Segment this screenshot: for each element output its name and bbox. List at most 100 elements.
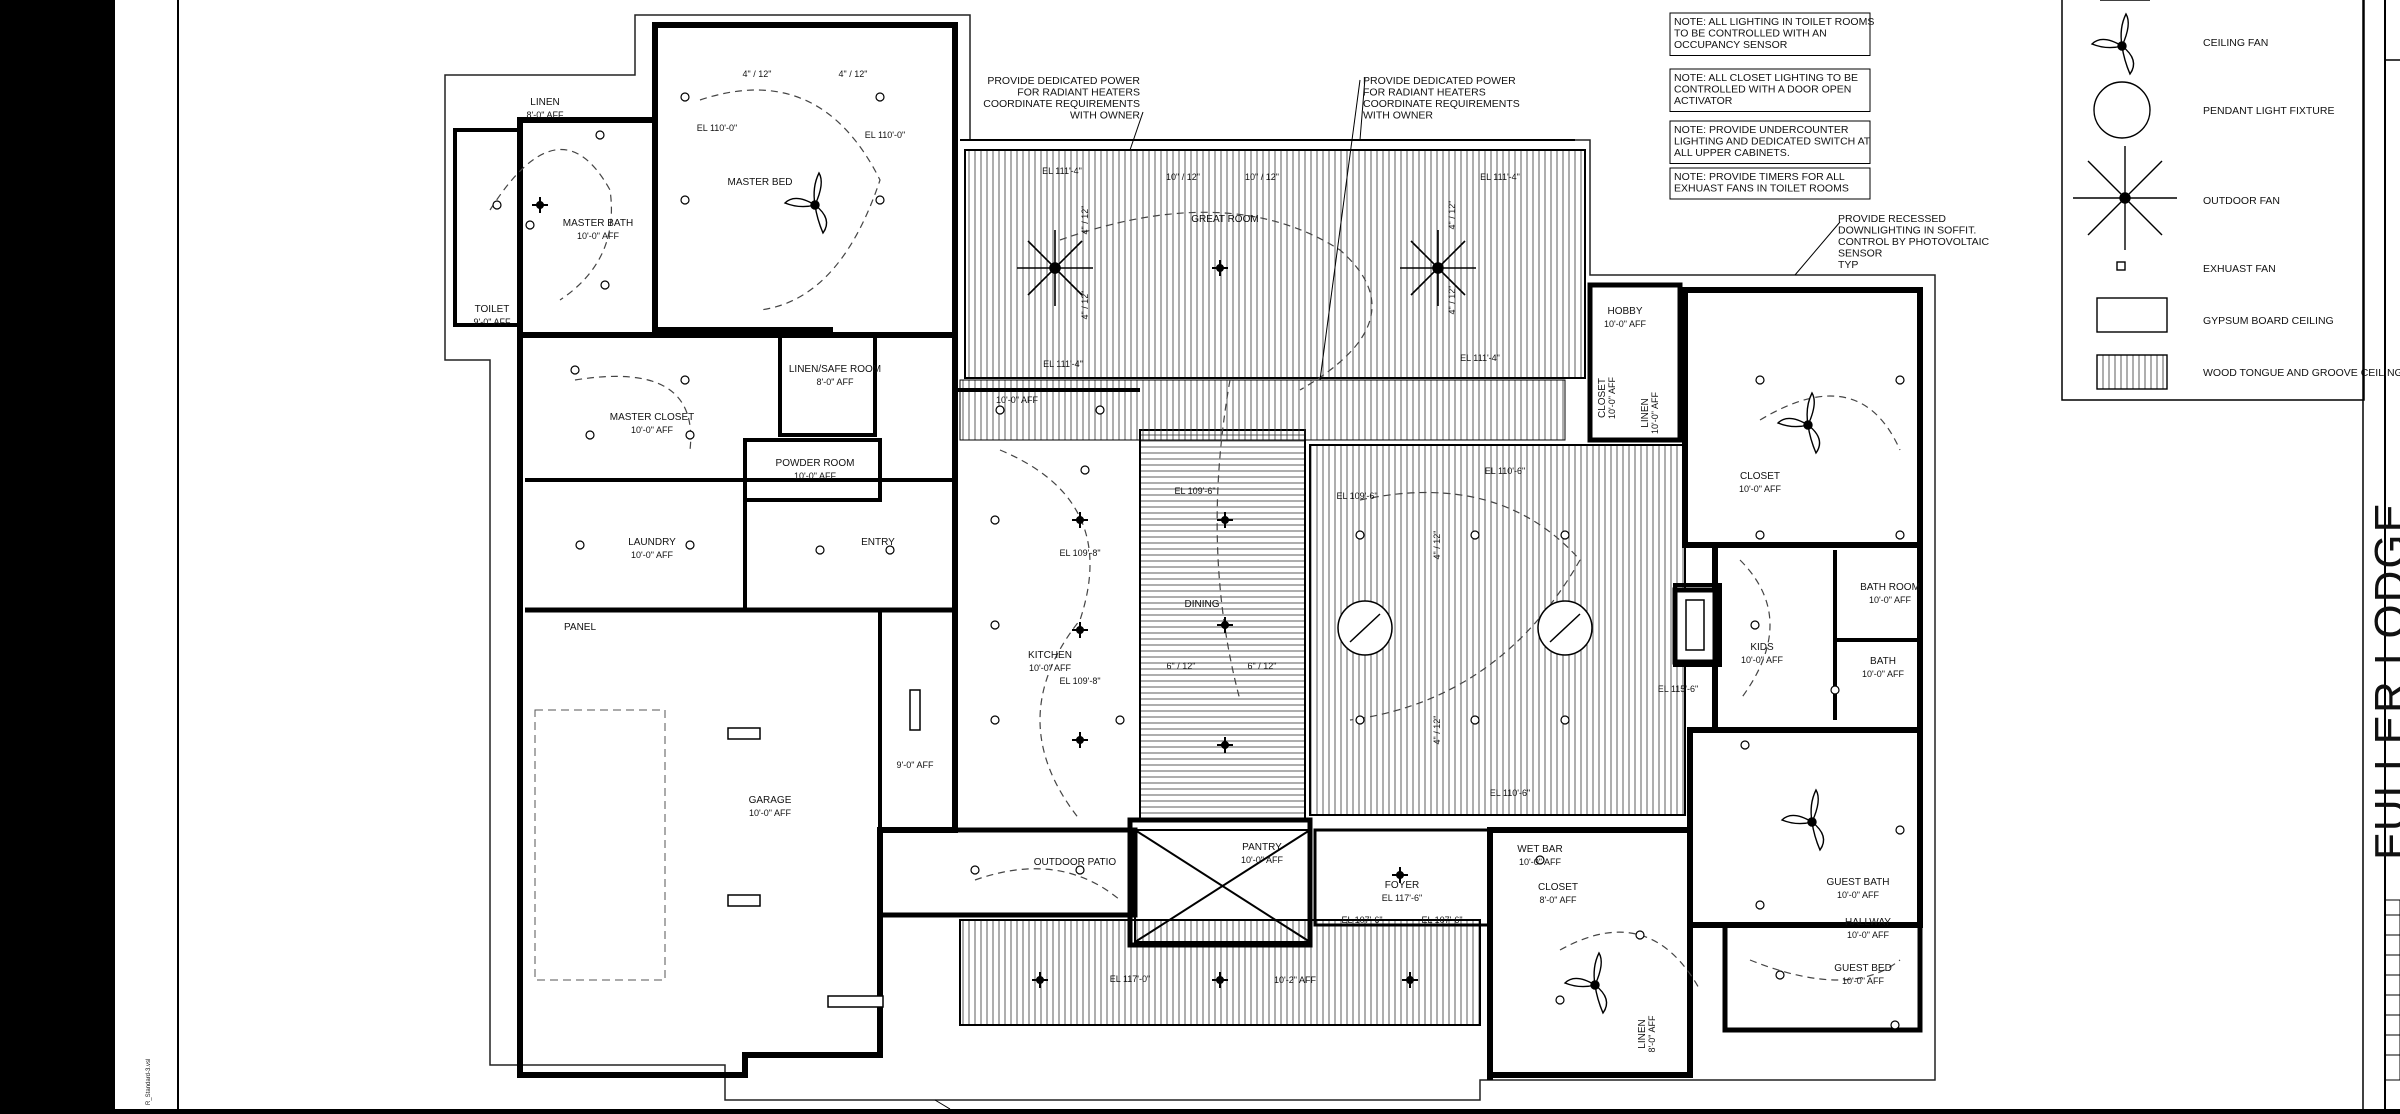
walls [453,22,1923,1080]
callout-text: COORDINATE REQUIREMENTS [1363,98,1520,110]
outdoor-fans [1017,230,1476,306]
note-text: NOTE: PROVIDE UNDERCOUNTER [1674,124,1849,136]
room-ceiling-height: 10'-0" AFF [794,471,836,481]
room-ceiling-height: 8'-0" AFF [817,377,854,387]
legend-label: WOOD TONGUE AND GROOVE CEILING [2203,367,2400,379]
room-name: ENTRY [861,537,895,548]
ceiling-elevation: EL 111'-4" [1480,172,1520,182]
room-name: BATH [1870,656,1896,667]
room-name: HOBBY [1607,306,1642,317]
room-ceiling-height: 10'-0" AFF [631,550,673,560]
ceiling-elevation: EL 110'-0" [697,123,737,133]
callout-text: CONTROL BY PHOTOVOLTAIC [1838,236,1990,248]
room-ceiling-height: 10'-0" AFF [1739,484,1781,494]
room-ceiling-height: EL 117'-6" [1382,893,1422,903]
foyer-ceiling [1134,829,1311,943]
room-name: LINEN [1637,1019,1648,1048]
room-name: CLOSET [1597,378,1608,418]
ceiling-elevation: EL 109'-8" [1059,676,1100,686]
room-name: WET BAR [1517,844,1562,855]
ceiling-elevation: EL 110'-0" [865,130,905,140]
ceiling-fan-icon [2090,12,2135,76]
callout-text: WITH OWNER [1070,110,1140,122]
room-name: TOILET [475,304,510,315]
note-text: TO BE CONTROLLED WITH AN [1674,28,1827,40]
callout-text: WITH OWNER [1363,110,1433,122]
room-name: LAUNDRY [628,537,676,548]
light-fixtures [492,92,1905,1030]
room-ceiling-height: 10'-0" AFF [1607,377,1617,419]
note-box [1669,120,1871,164]
note-text: LIGHTING AND DEDICATED SWITCH AT [1674,136,1871,148]
room-ceiling-height: 10'-0" AFF [1604,319,1646,329]
roof-slope-label: 4" / 12" [1080,291,1090,320]
ceiling-elevation: EL 115'-6" [1658,684,1698,694]
ceiling-height-label: 10'-0" AFF [996,395,1038,405]
room-ceiling-height: 9'-0" AFF [474,317,511,327]
roof-slope-label: 4" / 12" [1432,716,1442,745]
ceiling-height-label: 9'-0" AFF [897,760,934,770]
note-text: CONTROLLED WITH A DOOR OPEN [1674,84,1851,96]
ceiling-elevation: EL 107'-6" [1341,915,1382,925]
room-ceiling-height: 10'-0" AFF [1837,890,1879,900]
room-name: HALLWAY [1845,917,1891,928]
roof-slope-label: 6" / 12" [1167,661,1196,671]
callout-text: TYP [1838,259,1858,271]
fireplace [1672,587,1718,665]
room-name: PANTRY [1242,842,1282,853]
ceiling-elevation: EL 109'-6" [1336,491,1377,501]
project-title: FULLER LODGE [2366,501,2400,860]
legend-label: PENDANT LIGHT FIXTURE [2203,105,2334,117]
gypsum-ceiling-swatch [2096,297,2168,333]
callout-text: PROVIDE RECESSED [1838,213,1946,225]
room-ceiling-height: 8'-0" AFF [1540,895,1577,905]
ceiling-elevation: EL 117'-0" [1110,974,1150,984]
recessed-lights [532,197,1418,988]
legend-label: OUTDOOR FAN [2203,195,2280,207]
roof-slope-label: 10" / 12" [1166,172,1200,182]
room-name: KIDS [1750,642,1774,653]
garage-fixtures [727,689,921,1008]
ceiling-elevation: EL 111'-4" [1460,353,1500,363]
room-name: FOYER [1385,880,1419,891]
roof-slope-label: 10" / 12" [1245,172,1279,182]
room-name: CLOSET [1740,471,1780,482]
ceiling-elevation: EL 107'-6" [1421,915,1462,925]
room-ceiling-height: 10'-0" AFF [1650,392,1660,434]
ceiling-elevation: EL 110'-6" [1490,788,1530,798]
room-ceiling-height: 10'-0" AFF [1869,595,1911,605]
roof-slope-label: 4" / 12" [1447,201,1457,230]
exhaust-fan-icon [2116,261,2126,271]
room-name: MASTER BED [727,177,792,188]
callout-text: PROVIDE DEDICATED POWER [1363,75,1516,87]
pendant-lights [1337,600,1593,656]
legend-label: CEILING FAN [2203,37,2268,49]
ceiling-height-label: 10'-2" AFF [1274,975,1316,985]
room-ceiling-height: 10'-0" AFF [1241,855,1283,865]
note-text: EXHUAST FANS IN TOILET ROOMS [1674,183,1849,195]
room-name: BATH ROOM [1860,582,1920,593]
room-name: OUTDOOR PATIO [1034,857,1117,868]
room-ceiling-height: 10'-0" AFF [1862,669,1904,679]
room-name: MASTER BATH [563,218,633,229]
note-text: NOTE: ALL LIGHTING IN TOILET ROOMS [1674,16,1874,28]
note-box [1669,12,1871,56]
room-name: GUEST BED [1834,963,1892,974]
ceiling-elevation: EL 109'-6" [1174,486,1215,496]
note-text: ACTIVATOR [1674,95,1733,107]
roof-slope-label: 6" / 12" [1248,661,1277,671]
room-name: POWDER ROOM [776,458,855,469]
outdoor-fan-icon [2073,146,2177,250]
legend-icons [2073,0,2177,390]
ceiling-elevation: EL 109'-8" [1059,548,1100,558]
callout-text: DOWNLIGHTING IN SOFFIT. [1838,225,1976,237]
room-ceiling-height: 8'-0" AFF [527,110,564,120]
ceiling-elevation: EL 110'-6" [1485,466,1525,476]
ceiling-elevation: EL 111'-4" [1042,166,1082,176]
roof-slope-label: 4" / 12" [839,69,868,79]
callout-text: SENSOR [1838,248,1883,260]
room-ceiling-height: 8'-0" AFF [1647,1015,1657,1052]
note-text: OCCUPANCY SENSOR [1674,39,1788,51]
